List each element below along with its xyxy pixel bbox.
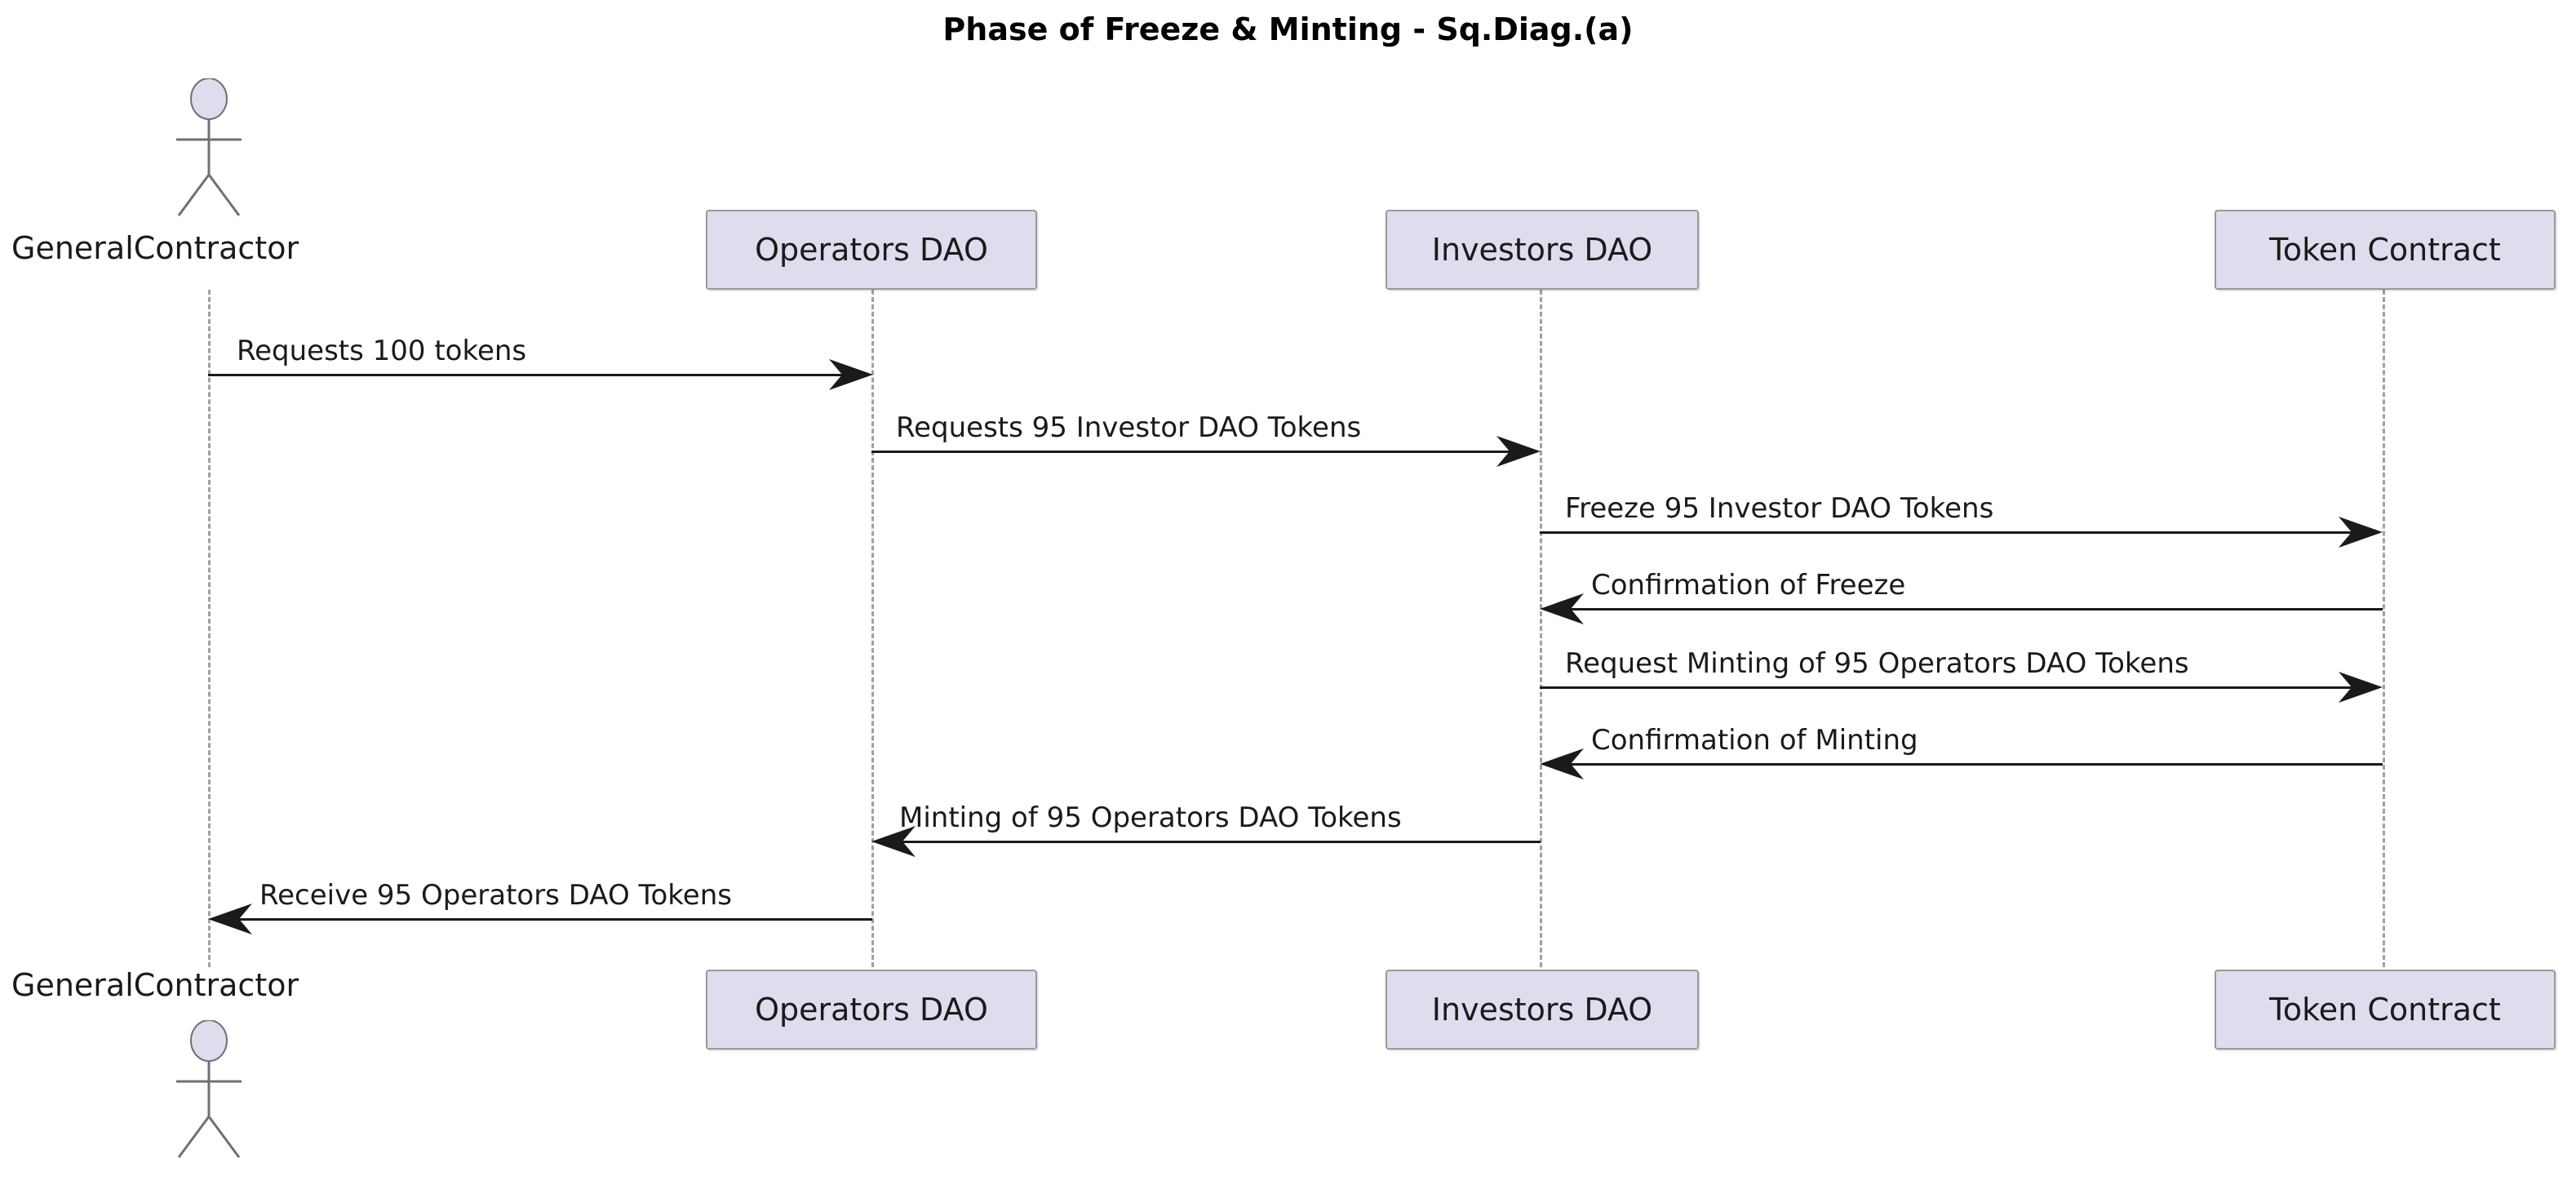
message-label-5: Request Minting of 95 Operators DAO Toke… xyxy=(1565,647,2189,680)
actor-stick-figure-icon xyxy=(176,78,242,216)
participant-label-token-contract-top: Token Contract xyxy=(2269,232,2501,268)
participant-label-investors-dao-top: Investors DAO xyxy=(1431,232,1653,268)
actor-stick-figure-icon xyxy=(176,1019,242,1158)
participant-box-token-contract-bottom[interactable]: Token Contract xyxy=(2215,970,2556,1050)
actor-general-contractor-top xyxy=(159,78,259,219)
message-label-8: Receive 95 Operators DAO Tokens xyxy=(259,879,732,912)
message-line-2 xyxy=(871,451,1524,453)
message-line-3 xyxy=(1540,531,2367,534)
participant-box-investors-dao-bottom[interactable]: Investors DAO xyxy=(1386,970,1699,1050)
participant-box-operators-dao-top[interactable]: Operators DAO xyxy=(706,210,1037,290)
actor-label-general-contractor-bottom: GeneralContractor xyxy=(11,967,299,1003)
message-line-1 xyxy=(208,374,857,376)
message-label-7: Minting of 95 Operators DAO Tokens xyxy=(899,801,1402,834)
participant-box-investors-dao-top[interactable]: Investors DAO xyxy=(1386,210,1699,290)
message-line-8 xyxy=(224,918,872,921)
participant-label-token-contract-bottom: Token Contract xyxy=(2269,992,2501,1028)
message-line-7 xyxy=(888,841,1541,843)
participant-box-token-contract-top[interactable]: Token Contract xyxy=(2215,210,2556,290)
message-line-6 xyxy=(1555,763,2383,766)
lifeline-token-contract xyxy=(2383,290,2385,967)
message-label-3: Freeze 95 Investor DAO Tokens xyxy=(1565,492,1994,525)
message-line-4 xyxy=(1555,608,2383,611)
actor-label-general-contractor-top: GeneralContractor xyxy=(11,230,299,266)
actor-general-contractor-bottom xyxy=(159,1019,259,1161)
message-label-6: Confirmation of Minting xyxy=(1591,724,1918,757)
message-label-2: Requests 95 Investor DAO Tokens xyxy=(896,411,1362,444)
message-line-5 xyxy=(1540,686,2367,689)
participant-box-operators-dao-bottom[interactable]: Operators DAO xyxy=(706,970,1037,1050)
participant-label-operators-dao-top: Operators DAO xyxy=(755,232,988,268)
message-label-4: Confirmation of Freeze xyxy=(1591,569,1906,602)
participant-label-investors-dao-bottom: Investors DAO xyxy=(1431,992,1653,1028)
message-label-1: Requests 100 tokens xyxy=(237,335,527,367)
lifeline-investors-dao xyxy=(1540,290,1542,967)
page-title: Phase of Freeze & Minting - Sq.Diag.(a) xyxy=(942,11,1634,47)
lifeline-operators-dao xyxy=(871,290,874,967)
lifeline-general-contractor xyxy=(208,290,211,967)
participant-label-operators-dao-bottom: Operators DAO xyxy=(755,992,988,1028)
